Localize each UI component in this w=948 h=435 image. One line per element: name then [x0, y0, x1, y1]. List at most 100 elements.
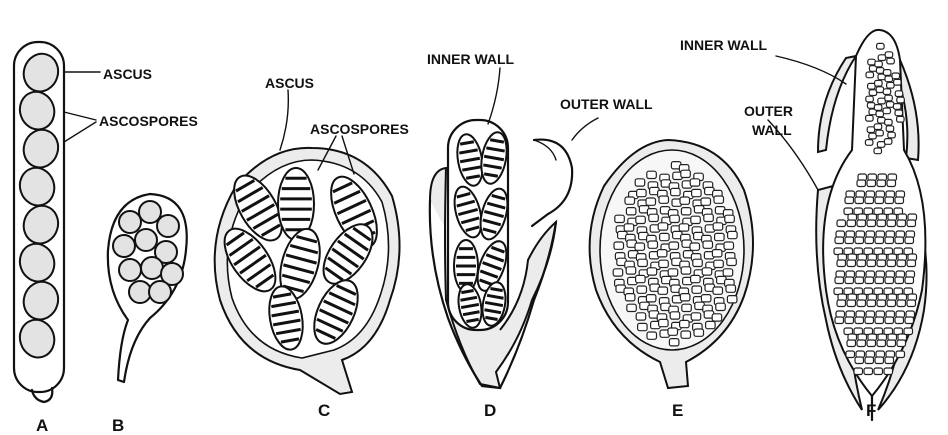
spore-cell	[636, 275, 646, 282]
spore-cell	[724, 242, 734, 249]
spore-cell	[887, 300, 896, 307]
spore-cell	[846, 351, 855, 358]
spore-cell	[875, 237, 884, 244]
spore-cell	[869, 133, 877, 139]
spore-cell	[835, 317, 844, 324]
spore-cell	[888, 132, 896, 138]
spore-cell	[865, 237, 874, 244]
spore-cell	[877, 43, 885, 49]
spore-cell	[713, 223, 723, 230]
label-outer-wall-d: OUTER WALL	[560, 96, 653, 112]
spore-cell	[638, 323, 648, 330]
spore-cell	[875, 80, 883, 86]
spore-cell	[693, 259, 703, 266]
spore-cell	[728, 231, 738, 238]
spore-cell	[855, 357, 864, 364]
spore-cell	[692, 286, 702, 293]
spore-cell	[895, 237, 904, 244]
spore-cell	[660, 233, 670, 240]
spore-cell	[669, 339, 679, 346]
panel-letter-f: F	[866, 401, 876, 420]
spore-cell	[874, 124, 882, 130]
panel-letter-a: A	[36, 416, 48, 435]
spore-cell	[712, 314, 722, 321]
spore-cell	[723, 269, 733, 276]
spore-cell	[635, 179, 645, 186]
spore-cell	[865, 197, 874, 204]
spore-cell	[671, 188, 681, 195]
spore-cell	[837, 260, 846, 267]
panel-letters: A B C D E F	[36, 401, 876, 435]
spore-cell	[867, 127, 875, 133]
spore-cell	[885, 317, 894, 324]
spore-cell	[867, 180, 876, 187]
spore-cell	[627, 304, 637, 311]
spore-cell	[647, 268, 657, 275]
spore-cell	[874, 148, 882, 154]
spore-cell	[867, 340, 876, 347]
spore-cell	[875, 277, 884, 284]
spore-cell	[854, 368, 863, 375]
spore-cell	[637, 286, 647, 293]
spore-cell	[886, 102, 894, 108]
spore-cell	[702, 268, 712, 275]
spore-cell	[727, 296, 737, 303]
spore-cell	[855, 237, 864, 244]
panel-letter-c: C	[318, 401, 330, 420]
specimen-e	[590, 140, 753, 388]
spore-cell	[845, 237, 854, 244]
spore-cell	[887, 340, 896, 347]
spore-cell	[855, 197, 864, 204]
specimen-a	[14, 42, 64, 402]
ascospore	[15, 163, 59, 210]
spore-cell	[865, 357, 874, 364]
spore-cell	[897, 300, 906, 307]
spore-cell	[897, 260, 906, 267]
spore-cell	[636, 313, 646, 320]
spore-cell	[878, 117, 886, 123]
spore-cell	[885, 277, 894, 284]
spore-cell	[714, 196, 724, 203]
spore-cell	[691, 216, 701, 223]
panel-letter-b: B	[112, 416, 124, 435]
spore-cell	[690, 179, 700, 186]
spore-cell	[874, 105, 882, 111]
spore-cell	[876, 130, 884, 136]
spore-cell	[857, 300, 866, 307]
spore-cell	[865, 140, 873, 146]
spore-cell	[712, 250, 722, 257]
spore-cell	[877, 300, 886, 307]
spore-cell	[875, 317, 884, 324]
spore-cell	[835, 237, 844, 244]
ascospores-b	[113, 201, 183, 303]
spore-cell	[897, 116, 905, 122]
spore-cell	[658, 287, 668, 294]
ascospore	[19, 201, 63, 248]
spore-cell	[895, 317, 904, 324]
spore-cell	[681, 267, 691, 274]
spore-cell	[625, 197, 635, 204]
spore-cell	[885, 76, 893, 82]
label-outer-wall-f-line1: OUTER	[744, 103, 793, 119]
spore-cell	[716, 303, 726, 310]
spore-cell	[875, 197, 884, 204]
spore-cell	[883, 108, 891, 114]
ascospore	[19, 49, 63, 96]
spore-cell	[690, 243, 700, 250]
ascospore	[149, 281, 171, 303]
specimen-c	[215, 148, 400, 394]
spore-cell	[626, 208, 636, 215]
spore-cell	[907, 300, 916, 307]
spore-cell	[869, 90, 877, 96]
spore-cell	[867, 220, 876, 227]
spore-cell	[649, 214, 659, 221]
spore-cell	[893, 104, 901, 110]
spore-cell	[885, 357, 894, 364]
ascospore	[119, 211, 141, 233]
spore-cell	[905, 277, 914, 284]
spore-cell	[648, 241, 658, 248]
spore-cell	[727, 258, 737, 265]
spore-cell	[857, 260, 866, 267]
spore-cell	[692, 189, 702, 196]
spore-cell	[905, 237, 914, 244]
